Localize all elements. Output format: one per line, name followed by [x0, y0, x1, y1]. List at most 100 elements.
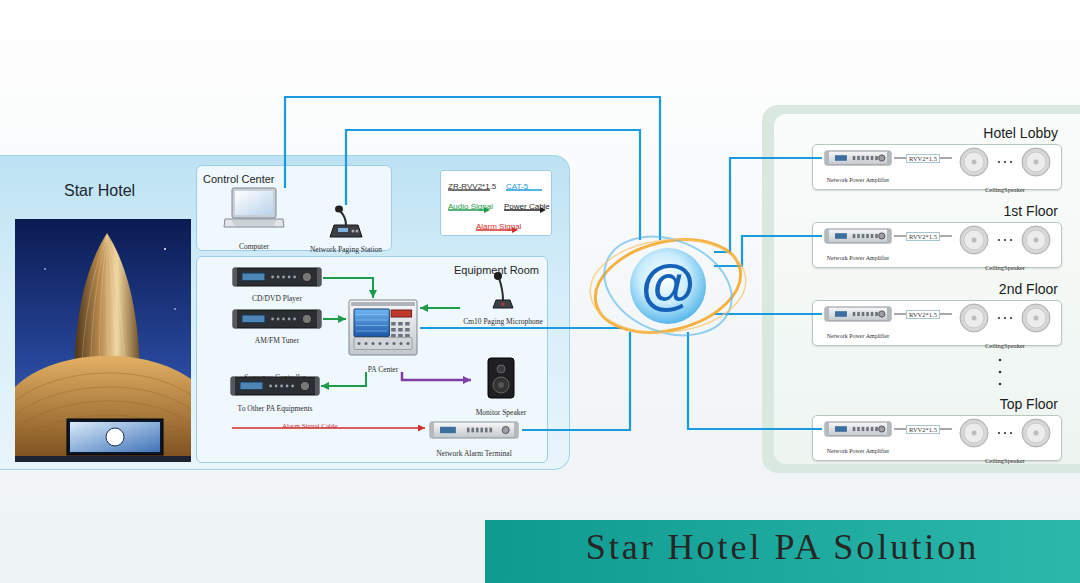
text-holder: Network Paging Station: [301, 238, 391, 256]
icon-part: [356, 230, 359, 233]
icon-part: [1004, 432, 1006, 434]
icon-part: [488, 358, 514, 398]
icon-part: [340, 211, 346, 225]
icon-part: [398, 322, 403, 326]
cable-callout: Alarm Signal Cable: [282, 422, 338, 430]
icon-part: [887, 307, 891, 321]
icon-part: [280, 385, 283, 388]
text-holder: CeilingSpeaker: [952, 334, 1058, 352]
icon-part: [1034, 431, 1039, 436]
node-label: CeilingSpeaker: [985, 186, 1025, 193]
legend-line: [506, 189, 542, 191]
icon-part: [875, 312, 878, 316]
icon-part: [972, 431, 977, 436]
icon-part: [972, 316, 977, 321]
icon-part: [233, 268, 237, 286]
icon-part: [286, 385, 289, 388]
icon-part: [471, 428, 474, 433]
icon-part: [862, 234, 865, 238]
icon-group: [493, 272, 513, 308]
icon-part: [271, 318, 274, 321]
text-holder: Alarm Signal Cable: [282, 414, 338, 432]
icon-part: [288, 318, 291, 321]
control-center-box: Control CenterComputerNetwork Paging Sta…: [196, 165, 392, 251]
orbit-ring: [590, 219, 747, 354]
icon-part: [365, 342, 368, 345]
icon-group: [825, 307, 891, 321]
continuation-dot: [999, 359, 1002, 362]
node-label: Network Power Amplifier: [827, 255, 890, 262]
icon-part: [15, 356, 191, 462]
icon-part: [835, 155, 847, 161]
icon-part: [825, 229, 829, 243]
icon-part: [964, 423, 984, 443]
text-holder: Network Alarm Terminal: [426, 442, 522, 460]
network-power-amplifier: Network Power Amplifier: [822, 227, 894, 263]
icon-part: [964, 152, 984, 172]
sequence-controller: Sequence ControllerTo Other PA Equipment…: [229, 366, 321, 410]
icon-part: [330, 225, 362, 237]
icon-part: [866, 312, 869, 316]
icon-part: [875, 156, 878, 160]
icon-part: [960, 226, 988, 254]
icon-part: [862, 427, 865, 431]
icon-part: [293, 276, 296, 279]
node-label: Cm10 Paging Microphone: [463, 318, 543, 327]
text-holder: Network Power Amplifier: [822, 324, 894, 342]
icon-part: [1034, 160, 1039, 165]
icon-part: [1022, 148, 1050, 176]
node-label: PA Center: [368, 366, 398, 375]
text-holder: ZR-RVV2*1.5: [448, 175, 496, 193]
ceiling-speaker-group: CeilingSpeaker: [952, 224, 1058, 266]
icon-part: [407, 342, 410, 345]
network-hub: @: [622, 240, 714, 332]
icon-part: [853, 156, 856, 160]
network-power-amplifier: Network Power Amplifier: [822, 420, 894, 456]
icon-part: [498, 382, 504, 388]
icon-part: [857, 156, 860, 160]
icon-group: [960, 304, 1050, 332]
icon-part: [288, 276, 291, 279]
device-icon: [825, 307, 891, 321]
icon-part: [866, 427, 869, 431]
icon-part: [1034, 238, 1039, 243]
icon-part: [70, 422, 160, 452]
icon-part: [871, 312, 874, 316]
text-holder: CAT-5: [506, 175, 528, 193]
text-holder: Star Hotel PA Solution: [485, 527, 1080, 568]
network-power-amplifier: Network Power Amplifier: [822, 149, 894, 185]
icon-group: [825, 229, 891, 243]
text-holder: 2nd Floor: [999, 280, 1058, 298]
icon-part: [354, 309, 389, 337]
icon-part: [998, 432, 1000, 434]
icon-part: [1026, 230, 1046, 250]
text-holder: CeilingSpeaker: [952, 178, 1058, 196]
text-holder: PA Center: [346, 358, 420, 376]
icon-group: [586, 219, 751, 354]
node-label: Star Hotel: [64, 182, 135, 200]
legend-line: [448, 189, 490, 191]
icon-part: [398, 328, 403, 332]
node-label: CD/DVD Player: [252, 295, 302, 304]
icon-part: [825, 307, 829, 321]
icon-part: [998, 317, 1000, 319]
icon-part: [960, 304, 988, 332]
cd-dvd-player: CD/DVD Player: [231, 268, 323, 298]
icon-part: [879, 233, 885, 239]
icon-group: [488, 358, 514, 398]
icon-part: [300, 381, 309, 390]
icon-part: [862, 156, 865, 160]
node-label: Hotel Lobby: [983, 125, 1058, 141]
icon-part: [887, 229, 891, 243]
text-holder: Network Power Amplifier: [822, 168, 894, 186]
icon-part: [15, 219, 191, 462]
icon-part: [379, 342, 382, 345]
legend-text: Alarm Signal: [476, 222, 521, 231]
icon-part: [514, 422, 518, 438]
icon-group: [233, 310, 321, 328]
text-holder: RVV2*1.5: [906, 303, 940, 321]
icon-part: [232, 188, 276, 218]
icon-part: [405, 328, 410, 332]
node-label: Network Alarm Terminal: [436, 450, 512, 459]
node-label: To Other PA Equipments: [238, 405, 313, 414]
